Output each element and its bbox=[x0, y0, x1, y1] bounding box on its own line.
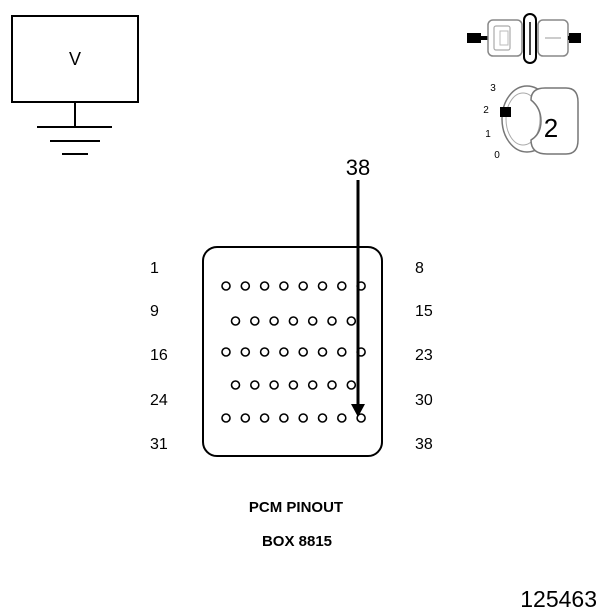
connector-pin-19 bbox=[279, 347, 289, 357]
ignition-position-2: 2 bbox=[483, 105, 489, 116]
connector-pin-34 bbox=[279, 413, 289, 423]
connector-pin-5 bbox=[298, 281, 309, 291]
row-label-right-1: 15 bbox=[415, 303, 433, 320]
voltmeter-box bbox=[11, 15, 139, 103]
row-label-left-1: 9 bbox=[150, 303, 159, 320]
probe-arrowhead bbox=[351, 404, 365, 417]
connector-pin-28 bbox=[307, 380, 318, 390]
connector-pin-31 bbox=[221, 413, 231, 423]
row-label-left-2: 16 bbox=[150, 347, 168, 364]
connector-pin-35 bbox=[298, 413, 309, 423]
caption-title: PCM PINOUT bbox=[249, 499, 343, 516]
ignition-key-label: 2 bbox=[544, 113, 558, 143]
row-label-left-0: 1 bbox=[150, 260, 159, 277]
connector-pins bbox=[221, 281, 366, 423]
ignition-switch-icon: 3 2 1 0 2 bbox=[483, 83, 579, 161]
connector-body bbox=[202, 246, 383, 457]
connector-pin-25 bbox=[250, 380, 260, 390]
row-label-right-3: 30 bbox=[415, 392, 433, 409]
probe: 38 bbox=[346, 155, 370, 417]
row-label-right-2: 23 bbox=[415, 347, 433, 364]
connector-pin-14 bbox=[327, 316, 337, 326]
connector-pin-38 bbox=[356, 413, 366, 423]
connector-pin-20 bbox=[298, 347, 309, 357]
connector-pin-30 bbox=[346, 380, 357, 390]
ignition-position-0: 0 bbox=[494, 150, 500, 161]
row-label-right-4: 38 bbox=[415, 436, 433, 453]
connector-pin-15 bbox=[346, 316, 357, 326]
connector-pin-36 bbox=[317, 413, 328, 423]
voltmeter-label: V bbox=[69, 49, 81, 69]
connector-row-labels: 1 8 9 15 16 23 24 30 31 38 bbox=[150, 260, 433, 453]
connector-pin-24 bbox=[230, 380, 241, 390]
connector-pin-13 bbox=[307, 316, 318, 326]
figure-number: 125463 bbox=[520, 586, 597, 612]
connector-pin-33 bbox=[259, 413, 270, 423]
row-label-left-4: 31 bbox=[150, 436, 168, 453]
connector-pin-2 bbox=[240, 281, 251, 291]
connector-pin-27 bbox=[288, 380, 299, 390]
row-label-right-0: 8 bbox=[415, 260, 424, 277]
ignition-position-1: 1 bbox=[485, 129, 491, 140]
probe-pin-label: 38 bbox=[346, 155, 370, 180]
connector-pin-22 bbox=[336, 347, 347, 357]
ignition-position-3: 3 bbox=[490, 83, 496, 94]
connector-pin-6 bbox=[317, 281, 328, 291]
connector-disconnect-icon bbox=[467, 13, 581, 64]
connector-pin-9 bbox=[230, 316, 241, 326]
connector-pin-3 bbox=[259, 281, 270, 291]
connector-pin-16 bbox=[221, 347, 231, 357]
voltmeter: V bbox=[11, 15, 139, 155]
connector-pin-18 bbox=[259, 347, 270, 357]
connector-pin-26 bbox=[269, 380, 279, 390]
connector-pin-29 bbox=[327, 380, 337, 390]
connector-pin-7 bbox=[336, 281, 347, 291]
connector-pin-1 bbox=[221, 281, 231, 291]
caption-subtitle: BOX 8815 bbox=[262, 533, 332, 550]
connector-pin-17 bbox=[240, 347, 251, 357]
connector-pin-12 bbox=[288, 316, 299, 326]
connector-pin-32 bbox=[240, 413, 251, 423]
connector-pin-37 bbox=[336, 413, 347, 423]
connector-pin-21 bbox=[317, 347, 328, 357]
row-label-left-3: 24 bbox=[150, 392, 168, 409]
connector-pin-11 bbox=[269, 316, 279, 326]
ignition-key-icon bbox=[530, 87, 579, 155]
connector-pin-4 bbox=[279, 281, 289, 291]
pcm-connector: 1 8 9 15 16 23 24 30 31 38 bbox=[150, 246, 433, 457]
connector-pin-10 bbox=[250, 316, 260, 326]
ignition-pointer bbox=[500, 107, 511, 117]
